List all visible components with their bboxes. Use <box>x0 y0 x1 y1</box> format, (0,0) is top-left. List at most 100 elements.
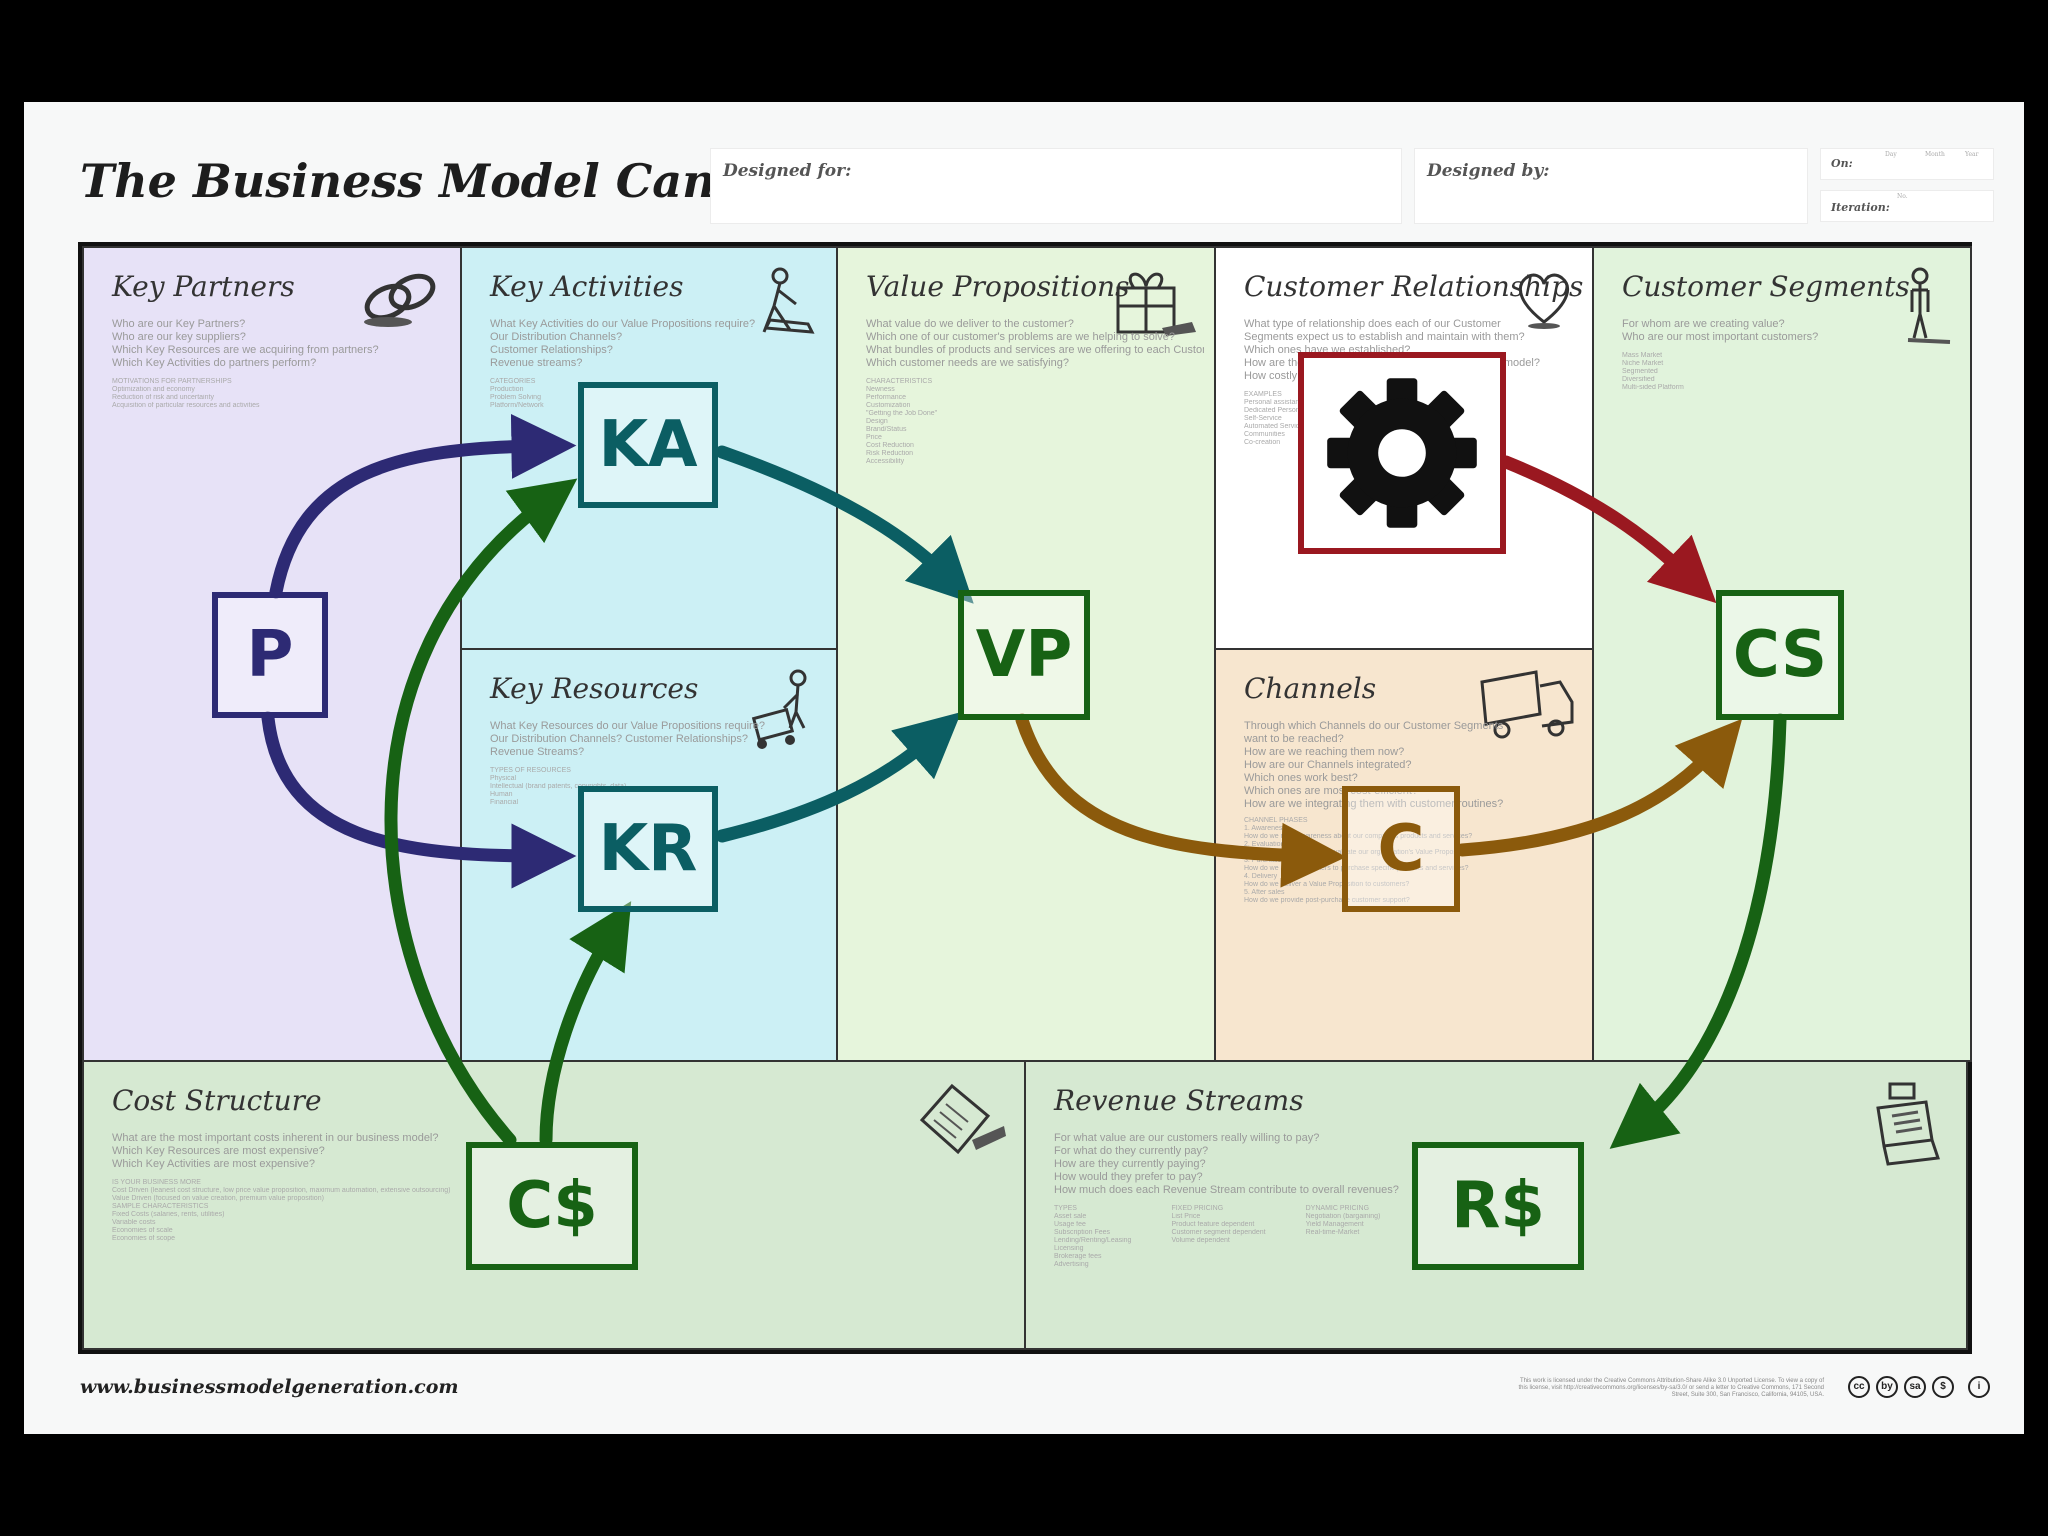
on-label: On: <box>1831 157 1853 170</box>
kp-d2: Optimization and economy <box>112 386 195 393</box>
gear-icon <box>1327 378 1477 528</box>
ch-d4: 2. Evaluation <box>1244 841 1285 848</box>
ka-d1: CATEGORIES <box>490 378 536 385</box>
kp-q1: Who are our Key Partners? <box>112 318 246 330</box>
ka-q2: Our Distribution Channels? <box>490 331 623 343</box>
by-icon: by <box>1876 1376 1898 1398</box>
node-key-resources[interactable]: KR <box>578 786 718 912</box>
kr-q1: What Key Resources do our Value Proposit… <box>490 720 765 732</box>
node-partners[interactable]: P <box>212 592 328 718</box>
footer-license: This work is licensed under the Creative… <box>1518 1378 1824 1398</box>
value-propositions-label: Value Propositions <box>866 270 1130 303</box>
arrow-gear-to-cs <box>1499 455 1717 604</box>
node-key-activities[interactable]: KA <box>578 382 718 508</box>
cs-d1: Mass Market <box>1622 352 1663 359</box>
sa-icon: sa <box>1904 1376 1926 1398</box>
ch-q4: How are our Channels integrated? <box>1244 759 1412 771</box>
cr-q1: What type of relationship does each of o… <box>1244 318 1501 330</box>
cost-d3: Value Driven (focused on value creation,… <box>112 1195 324 1202</box>
rev-q2: For what do they currently pay? <box>1054 1145 1209 1157</box>
cost-d6: Variable costs <box>112 1219 156 1226</box>
block-customer-segments[interactable]: Customer Segments For whom are we creati… <box>1592 246 1972 1062</box>
kp-d1: MOTIVATIONS FOR PARTNERSHIPS <box>112 378 232 385</box>
value-propositions-text: What value do we deliver to the customer… <box>866 318 1204 466</box>
node-customer-segments-label: CS <box>1732 618 1828 692</box>
cr-d2: Personal assistance <box>1244 399 1307 406</box>
vp-q4: Which customer needs are we satisfying? <box>866 357 1069 369</box>
vp-d1: CHARACTERISTICS <box>866 378 933 385</box>
kp-d4: Acquisition of particular resources and … <box>112 402 260 409</box>
block-cost-structure[interactable]: Cost Structure What are the most importa… <box>82 1060 1026 1350</box>
node-value-propositions[interactable]: VP <box>958 590 1090 720</box>
kr-d5: Financial <box>490 799 519 806</box>
kr-d4: Human <box>490 791 513 798</box>
ch-d7: How do we allow customers to purchase sp… <box>1244 865 1469 872</box>
kp-q3: Which Key Resources are we acquiring fro… <box>112 344 379 356</box>
designed-for-field[interactable]: Designed for: <box>710 148 1402 224</box>
cost-structure-label: Cost Structure <box>112 1084 322 1117</box>
customer-relationships-label: Customer Relationships <box>1244 270 1584 303</box>
arrow-ka-to-vp <box>715 445 974 604</box>
kr-d3: Intellectual (brand patents, copyrights,… <box>490 783 627 790</box>
node-customer-relationships[interactable] <box>1298 352 1506 554</box>
iteration-field[interactable]: Iteration: No. <box>1820 190 1994 222</box>
rev-c1-2: Usage fee <box>1054 1221 1086 1228</box>
month-label: Month <box>1925 151 1945 158</box>
arrow-kr-to-vp <box>715 711 962 843</box>
node-value-propositions-label: VP <box>975 618 1073 692</box>
footer-url[interactable]: www.businessmodelgeneration.com <box>80 1376 459 1398</box>
vp-d4: Customization <box>866 402 911 409</box>
block-key-activities[interactable]: Key Activities What Key Activities do ou… <box>460 246 838 650</box>
cash-register-icon <box>1876 1082 1941 1166</box>
cs-q2: Who are our most important customers? <box>1622 331 1819 343</box>
arrow-vp-to-c <box>1015 713 1347 888</box>
nc-icon: $ <box>1932 1376 1954 1398</box>
ch-d10: 5. After sales <box>1244 889 1285 896</box>
node-key-activities-label: KA <box>598 408 698 482</box>
node-cost-structure[interactable]: C$ <box>466 1142 638 1270</box>
cost-d2: Cost Driven (leanest cost structure, low… <box>112 1187 451 1194</box>
node-customer-segments[interactable]: CS <box>1716 590 1844 720</box>
arrow-cost-to-ka <box>384 478 578 1147</box>
iteration-label: Iteration: <box>1831 201 1890 214</box>
vp-d5: "Getting the Job Done" <box>866 410 938 417</box>
rev-c2-2: Product feature dependent <box>1171 1221 1255 1228</box>
rev-q1: For what value are our customers really … <box>1054 1132 1320 1144</box>
cost-d8: Economies of scope <box>112 1235 176 1242</box>
cs-d5: Multi-sided Platform <box>1622 384 1684 391</box>
page-title: The Business Model Canvas <box>80 154 798 208</box>
heart-icon <box>1518 273 1570 329</box>
vp-q3: What bundles of products and services ar… <box>866 344 1204 356</box>
cost-d5: Fixed Costs (salaries, rents, utilities) <box>112 1211 225 1218</box>
cs-d3: Segmented <box>1622 368 1658 375</box>
node-channels[interactable]: C <box>1342 786 1460 912</box>
cr-d7: Co-creation <box>1244 439 1281 446</box>
vp-d8: Price <box>866 434 882 441</box>
ka-d4: Platform/Network <box>490 402 544 409</box>
year-label: Year <box>1965 151 1979 158</box>
block-revenue-streams[interactable]: Revenue Streams For what value are our c… <box>1024 1060 1968 1350</box>
arrow-cs-to-revenue <box>1609 713 1787 1149</box>
cr-d1: EXAMPLES <box>1244 391 1282 398</box>
designed-by-label: Designed by: <box>1427 161 1550 181</box>
arrow-c-to-cs <box>1455 718 1743 857</box>
revenue-fixed-col: FIXED PRICING List Price Product feature… <box>1171 1205 1265 1269</box>
key-activities-text: What Key Activities do our Value Proposi… <box>490 318 826 410</box>
date-field[interactable]: On: Day Month Year <box>1820 148 1994 180</box>
ch-d6: 3. Purchase <box>1244 857 1282 864</box>
revenue-streams-label: Revenue Streams <box>1054 1084 1304 1117</box>
vp-q1: What value do we deliver to the customer… <box>866 318 1074 330</box>
cost-q3: Which Key Activities are most expensive? <box>112 1158 315 1170</box>
cost-d4: SAMPLE CHARACTERISTICS <box>112 1203 209 1210</box>
key-partners-text: Who are our Key Partners? Who are our ke… <box>112 318 450 410</box>
node-revenue-streams[interactable]: R$ <box>1412 1142 1584 1270</box>
kr-d1: TYPES OF RESOURCES <box>490 767 571 774</box>
rev-c1-5: Licensing <box>1054 1245 1084 1252</box>
vp-q2: Which one of our customer's problems are… <box>866 331 1176 343</box>
cost-q1: What are the most important costs inhere… <box>112 1132 439 1144</box>
day-label: Day <box>1885 151 1897 158</box>
ch-q3: How are we reaching them now? <box>1244 746 1405 758</box>
ch-d1: CHANNEL PHASES <box>1244 817 1308 824</box>
block-value-propositions[interactable]: Value Propositions What value do we deli… <box>836 246 1216 1062</box>
designed-by-field[interactable]: Designed by: <box>1414 148 1808 224</box>
